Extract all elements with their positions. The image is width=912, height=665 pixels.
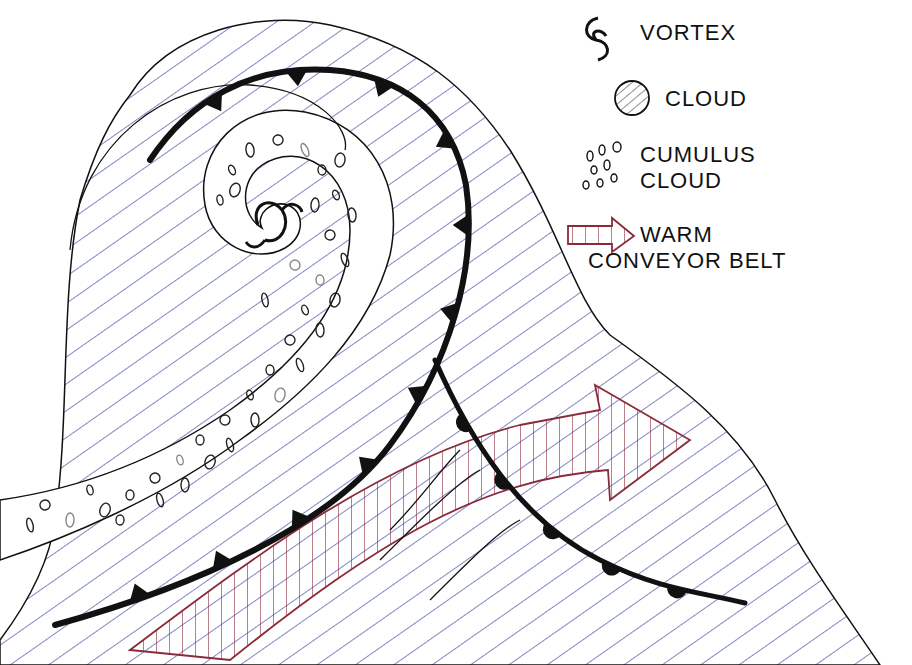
warm-front-semicircle (667, 586, 687, 598)
cumulus-cloud (317, 165, 326, 176)
cold-front-triangle (453, 214, 469, 236)
cold-front-triangle (292, 510, 311, 529)
cumulus-cloud (86, 484, 94, 495)
cumulus-cloud (273, 387, 286, 403)
cold-front-triangle (359, 457, 378, 476)
cumulus-cloud (311, 198, 320, 213)
spiral-line (70, 85, 346, 250)
vortex-symbol (246, 203, 302, 247)
cumulus-cloud (251, 413, 259, 427)
cold-front-triangle (440, 302, 458, 323)
cumulus-cloud (245, 143, 255, 158)
cumulus-cloud (225, 437, 235, 452)
warm-conveyor-belt (130, 385, 690, 660)
cumulus-cloud (155, 492, 165, 507)
cumulus-cloud (261, 293, 270, 308)
dry-slot (0, 110, 393, 560)
legend-cloud-symbol (615, 81, 649, 115)
legend-vortex-symbol (587, 18, 608, 60)
legend-text: CLOUD (665, 86, 865, 112)
cumulus-cloud (227, 164, 237, 176)
cumulus-cloud (340, 252, 351, 267)
warm-front-semicircle (494, 472, 510, 490)
cumulus-cloud (216, 194, 224, 205)
cumulus-cloud (334, 152, 346, 168)
cumulus-group (25, 134, 356, 532)
cumulus-cloud (289, 259, 302, 272)
legend-text: CUMULUS CLOUD (640, 142, 780, 194)
cumulus-cloud (25, 517, 34, 532)
cold-front (55, 70, 469, 625)
front-marks (130, 69, 687, 602)
cumulus-cloud (329, 292, 342, 308)
cumulus-cloud (284, 334, 296, 346)
cumulus-cloud (116, 515, 125, 525)
cumulus-cloud (295, 357, 305, 372)
cumulus-cloud (39, 499, 52, 512)
cumulus-cloud (196, 435, 204, 445)
warm-front-semicircle (602, 561, 621, 575)
cumulus-cloud (300, 304, 309, 315)
cold-front-triangle (408, 386, 427, 405)
cumulus-cloud (98, 502, 112, 518)
cumulus-cloud (246, 389, 255, 400)
cumulus-cloud (66, 513, 74, 527)
cumulus-cloud (126, 490, 134, 500)
cumulus-cloud (316, 323, 325, 338)
cumulus-cloud (149, 472, 161, 484)
cumulus-cloud (316, 275, 325, 286)
cumulus-cloud (181, 478, 189, 492)
cumulus-cloud (219, 414, 231, 426)
cold-front-triangle (374, 78, 394, 97)
cold-front-triangle (213, 551, 233, 570)
cumulus-cloud (176, 454, 185, 465)
cumulus-cloud (299, 142, 310, 157)
cumulus-cloud (228, 182, 242, 199)
cold-front-triangle (130, 583, 151, 602)
cumulus-cloud (324, 229, 336, 241)
cloud-shield (0, 20, 880, 665)
legend-text: WARM CONVEYOR BELT (588, 222, 793, 274)
legend-warm-conveyor-symbol (568, 218, 634, 252)
cumulus-cloud (272, 134, 283, 145)
cold-front-triangle (203, 92, 222, 111)
cold-front-triangle (436, 130, 455, 149)
legend-text: VORTEX (640, 20, 840, 46)
cumulus-cloud (203, 454, 216, 470)
warm-front (435, 360, 745, 603)
warm-front-semicircle (456, 413, 471, 432)
warm-front-semicircle (543, 523, 561, 539)
legend-cumulus-symbol (583, 142, 621, 189)
cold-front-triangle (286, 69, 308, 86)
cumulus-cloud (266, 365, 275, 375)
cumulus-cloud (347, 208, 356, 223)
cumulus-cloud (331, 189, 340, 201)
